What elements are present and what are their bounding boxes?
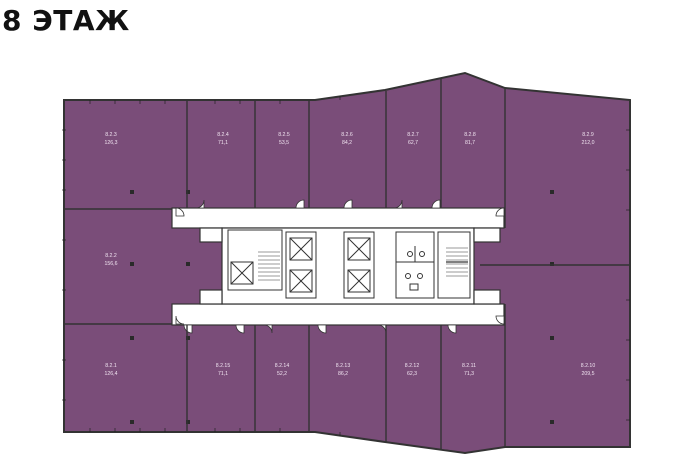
- unit-id-8-2-2: 8.2.2: [105, 253, 117, 259]
- room-8-2-14[interactable]: [256, 325, 308, 430]
- corridor-west-stub: [199, 227, 223, 243]
- corridor-west-stub-2: [199, 289, 223, 305]
- unit-area-8-2-15: 71,1: [218, 371, 228, 377]
- corridor-east-stub: [473, 227, 501, 243]
- lift-2: [289, 269, 313, 293]
- unit-id-8-2-7: 8.2.7: [407, 132, 419, 138]
- unit-area-8-2-1: 126,4: [105, 371, 118, 377]
- room-8-2-10[interactable]: [480, 266, 628, 445]
- lift-1: [289, 237, 313, 261]
- unit-id-8-2-15: 8.2.15: [216, 363, 231, 369]
- room-8-2-9[interactable]: [480, 91, 628, 264]
- lift-3: [347, 237, 371, 261]
- unit-labels: 8.2.3 126,3 8.2.4 71,1 8.2.5 53,5 8.2.6 …: [105, 132, 596, 377]
- unit-area-8-2-11: 71,3: [464, 371, 474, 377]
- unit-area-8-2-10: 209,5: [582, 371, 595, 377]
- unit-id-8-2-10: 8.2.10: [581, 363, 596, 369]
- unit-id-8-2-1: 8.2.1: [105, 363, 117, 369]
- partitions: [64, 79, 630, 450]
- unit-area-8-2-12: 62,3: [407, 371, 417, 377]
- unit-id-8-2-11: 8.2.11: [462, 363, 476, 369]
- unit-id-8-2-12: 8.2.12: [405, 363, 420, 369]
- unit-area-8-2-6: 84,2: [342, 140, 352, 146]
- doors: [175, 199, 505, 334]
- room-8-2-8[interactable]: [442, 75, 503, 208]
- window-mullions: [62, 96, 630, 436]
- unit-area-8-2-2: 156,6: [105, 261, 118, 267]
- unit-id-8-2-14: 8.2.14: [275, 363, 290, 369]
- room-8-2-5[interactable]: [256, 102, 308, 208]
- floor-title: 8 ЭТАЖ: [2, 4, 130, 37]
- unit-id-8-2-9: 8.2.9: [582, 132, 594, 138]
- unit-id-8-2-4: 8.2.4: [217, 132, 229, 138]
- unit-area-8-2-3: 126,3: [105, 140, 118, 146]
- unit-area-8-2-7: 62,7: [408, 140, 418, 146]
- room-8-2-11[interactable]: [442, 325, 503, 451]
- unit-id-8-2-3: 8.2.3: [105, 132, 117, 138]
- rooms: [66, 75, 628, 451]
- unit-area-8-2-9: 212,0: [582, 140, 595, 146]
- unit-id-8-2-6: 8.2.6: [341, 132, 353, 138]
- unit-area-8-2-4: 71,1: [218, 140, 228, 146]
- room-8-2-6[interactable]: [310, 92, 385, 208]
- unit-area-8-2-5: 53,5: [279, 140, 289, 146]
- corridor-south: [171, 303, 505, 326]
- columns: [130, 190, 554, 424]
- room-8-2-12[interactable]: [387, 325, 440, 448]
- core: [171, 207, 505, 326]
- unit-area-8-2-14: 52,2: [277, 371, 287, 377]
- room-8-2-13[interactable]: [310, 325, 385, 440]
- room-8-2-7[interactable]: [387, 80, 440, 208]
- restrooms: [395, 231, 435, 299]
- unit-id-8-2-13: 8.2.13: [336, 363, 351, 369]
- stair-west: [227, 229, 283, 291]
- room-8-2-15[interactable]: [188, 325, 254, 430]
- unit-id-8-2-8: 8.2.8: [464, 132, 476, 138]
- unit-area-8-2-13: 86,2: [338, 371, 348, 377]
- room-8-2-1[interactable]: [66, 325, 186, 430]
- unit-area-8-2-8: 81,7: [465, 140, 475, 146]
- corridor-east-stub-2: [473, 289, 501, 305]
- room-8-2-4[interactable]: [188, 102, 254, 208]
- corridor-north: [171, 207, 505, 229]
- lift-4: [347, 269, 371, 293]
- room-8-2-3[interactable]: [66, 102, 186, 208]
- core-internals: [227, 229, 471, 299]
- unit-id-8-2-5: 8.2.5: [278, 132, 290, 138]
- stair-east: [437, 231, 471, 299]
